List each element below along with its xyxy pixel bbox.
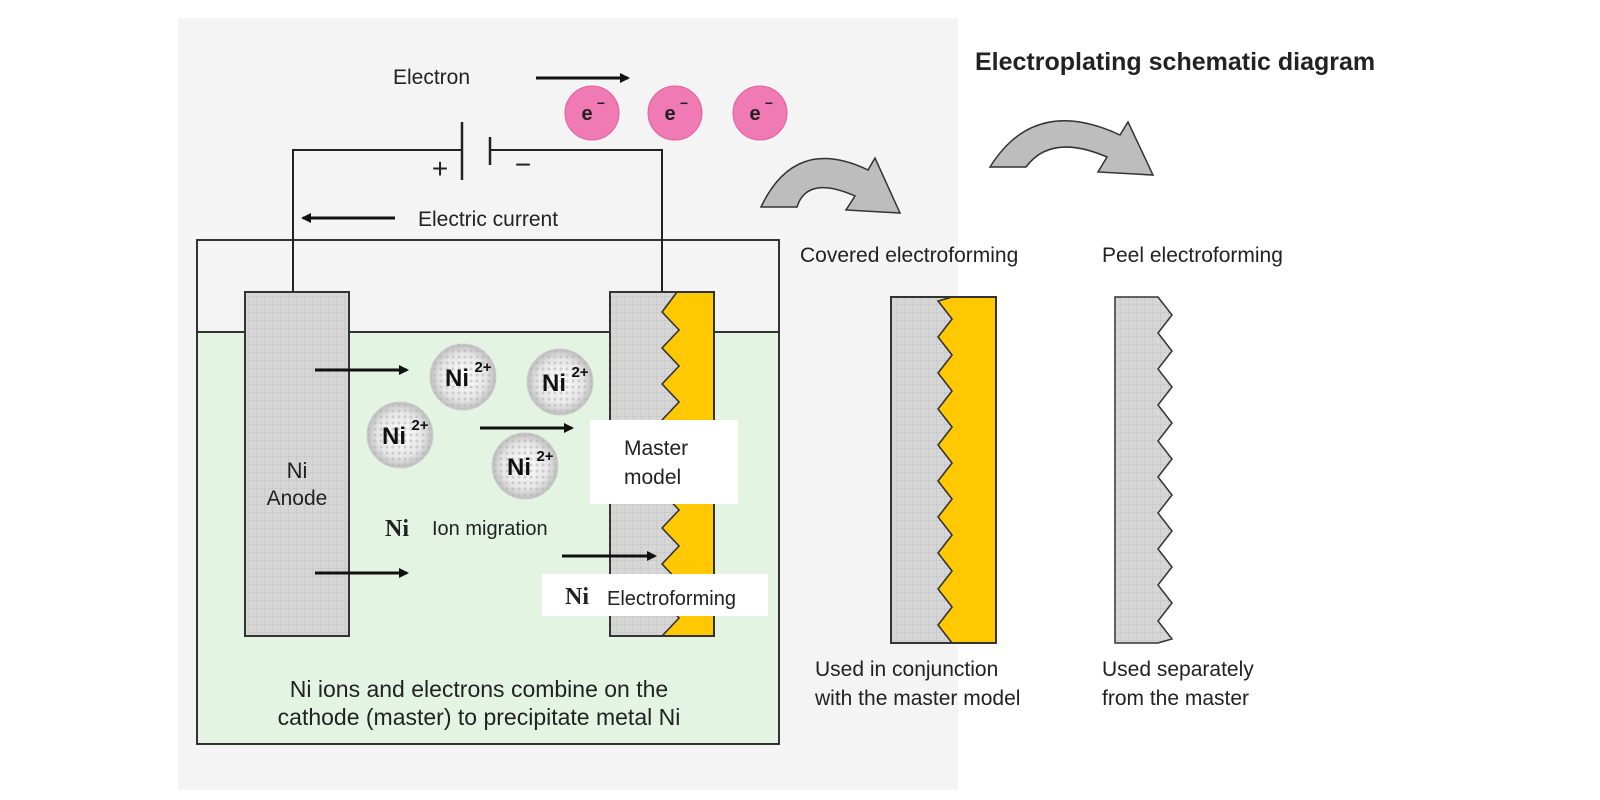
curved-arrow-peel — [988, 120, 1155, 176]
electrolytic-tank — [196, 239, 780, 745]
anode-symbol: Ni — [287, 458, 308, 483]
anode-electrode — [244, 291, 350, 637]
nickel-ion: Ni 2+ — [366, 401, 434, 469]
electron-particle: e − — [647, 85, 703, 141]
electron-particle: e − — [732, 85, 788, 141]
svg-text:e: e — [749, 103, 760, 125]
svg-text:−: − — [597, 95, 605, 111]
electron-particle: e − — [564, 85, 620, 141]
svg-text:e: e — [581, 103, 592, 125]
explanation-line2: cathode (master) to precipitate metal Ni — [278, 704, 681, 730]
svg-text:2+: 2+ — [474, 359, 491, 376]
battery-minus-sign: − — [515, 149, 531, 180]
electron-label: Electron — [393, 66, 470, 89]
svg-text:Ni: Ni — [445, 365, 469, 392]
explanation-line1: Ni ions and electrons combine on the — [290, 676, 668, 702]
ion-migration-symbol: Ni — [385, 516, 409, 542]
covered-caption-line1: Used in conjunction — [815, 658, 998, 681]
svg-text:2+: 2+ — [411, 417, 428, 434]
electroforming-symbol: Ni — [565, 584, 589, 610]
nickel-ion: Ni 2+ — [429, 343, 497, 411]
svg-text:−: − — [765, 95, 773, 111]
electric-current-label: Electric current — [418, 208, 558, 231]
svg-text:Ni: Ni — [507, 454, 531, 481]
peel-electroformed-part — [1114, 296, 1174, 644]
svg-text:2+: 2+ — [571, 364, 588, 381]
nickel-ion: Ni 2+ — [526, 348, 594, 416]
master-model-label-line2: model — [624, 466, 681, 489]
svg-text:Ni: Ni — [382, 423, 406, 450]
electroforming-label: Electroforming — [607, 588, 736, 610]
battery-plus-sign: + — [432, 153, 448, 184]
covered-electroforming-title: Covered electroforming — [800, 244, 1018, 267]
svg-text:Ni: Ni — [542, 370, 566, 397]
covered-electroforming-outline — [890, 296, 997, 644]
diagram-title: Electroplating schematic diagram — [975, 48, 1375, 76]
svg-text:2+: 2+ — [536, 448, 553, 465]
circuit-wire — [490, 149, 663, 292]
electroforming-label-box — [542, 574, 768, 616]
master-model-label-line1: Master — [624, 437, 688, 460]
svg-text:−: − — [680, 95, 688, 111]
anode-label: Anode — [267, 487, 328, 510]
peel-caption-line2: from the master — [1102, 687, 1249, 710]
peel-caption-line1: Used separately — [1102, 658, 1254, 681]
peel-electroforming-title: Peel electroforming — [1102, 244, 1283, 267]
master-model-label-box — [590, 420, 738, 504]
nickel-ion: Ni 2+ — [491, 432, 559, 500]
svg-text:e: e — [664, 103, 675, 125]
covered-master-model — [890, 296, 954, 644]
covered-caption-line2: with the master model — [814, 687, 1020, 710]
curved-arrow-covered — [759, 156, 902, 214]
ion-migration-label: Ion migration — [432, 518, 548, 540]
circuit-wire — [292, 149, 462, 292]
